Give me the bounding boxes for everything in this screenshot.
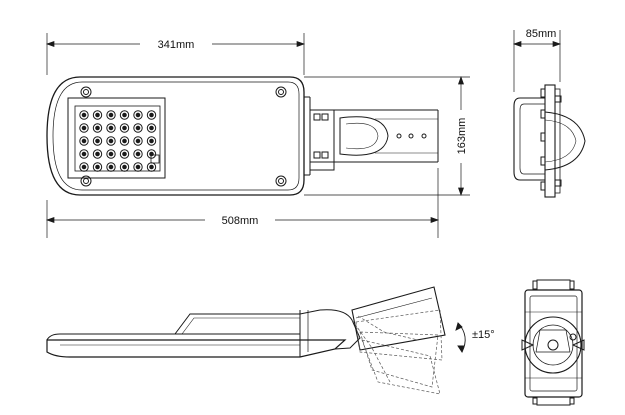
screw-top-right — [275, 86, 287, 98]
led-chip — [133, 136, 143, 146]
led-chip — [79, 136, 89, 146]
screw-bottom-right — [275, 175, 287, 187]
led-chip — [92, 136, 103, 146]
width-label: 341mm — [158, 39, 195, 51]
end-view — [513, 84, 586, 198]
led-grid — [79, 110, 157, 172]
led-chip — [92, 162, 103, 172]
led-chip — [79, 149, 89, 159]
dimension-341mm — [45, 33, 306, 75]
led-chip — [133, 162, 143, 172]
dimension-508mm — [45, 168, 440, 238]
mounting-arm — [304, 96, 439, 176]
led-chip — [133, 110, 143, 120]
led-chip — [119, 110, 130, 120]
tilt-arc — [455, 322, 466, 354]
led-chip — [146, 136, 157, 146]
led-chip — [133, 123, 143, 133]
dimension-163mm — [304, 75, 470, 197]
led-chip — [146, 110, 157, 120]
housing-inner-outline — [52, 81, 300, 191]
led-chip — [106, 162, 116, 172]
led-chip — [106, 136, 116, 146]
led-chip — [92, 110, 103, 120]
housing-outline — [46, 76, 305, 196]
led-chip — [106, 123, 116, 133]
tilt-alternate-positions — [351, 309, 443, 395]
led-chip — [119, 162, 130, 172]
tilt-label: ±15° — [472, 329, 495, 341]
led-chip — [146, 123, 157, 133]
led-chip — [106, 149, 116, 159]
total-length-label: 508mm — [222, 215, 259, 227]
led-chip — [79, 123, 89, 133]
dimension-85mm — [512, 30, 562, 92]
led-module-frame — [67, 97, 166, 179]
led-chip — [133, 149, 143, 159]
led-chip — [79, 162, 89, 172]
led-chip — [79, 110, 89, 120]
led-board — [74, 105, 161, 172]
led-chip — [119, 149, 130, 159]
screw-top-left — [80, 86, 92, 98]
led-chip — [119, 136, 130, 146]
led-chip — [146, 149, 157, 159]
led-connector — [150, 154, 160, 164]
led-chip — [106, 110, 116, 120]
led-chip — [146, 162, 157, 172]
side-view — [46, 286, 446, 358]
top-view — [46, 76, 439, 196]
depth-label: 85mm — [526, 28, 557, 40]
led-chip — [119, 123, 130, 133]
height-label: 163mm — [456, 118, 468, 155]
led-chip — [92, 149, 103, 159]
front-view — [521, 279, 585, 406]
led-chip — [92, 123, 103, 133]
